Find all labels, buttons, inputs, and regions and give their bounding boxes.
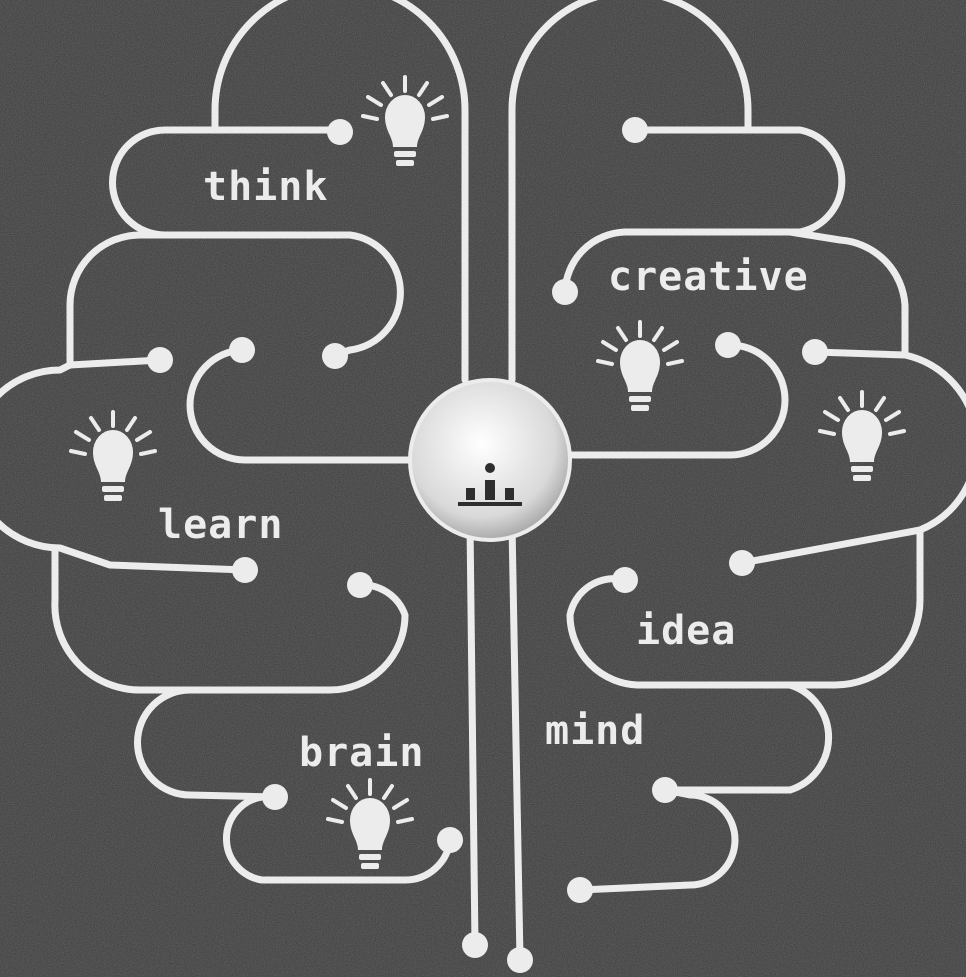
center-hub	[410, 380, 570, 540]
learn-label: learn	[158, 502, 283, 548]
left-lower-spine-line	[470, 525, 475, 945]
idea-label: idea	[636, 608, 736, 654]
think-label: think	[203, 164, 328, 210]
creative-label: creative	[608, 254, 809, 300]
mind-label: mind	[545, 708, 645, 754]
brain-label: brain	[299, 730, 424, 776]
